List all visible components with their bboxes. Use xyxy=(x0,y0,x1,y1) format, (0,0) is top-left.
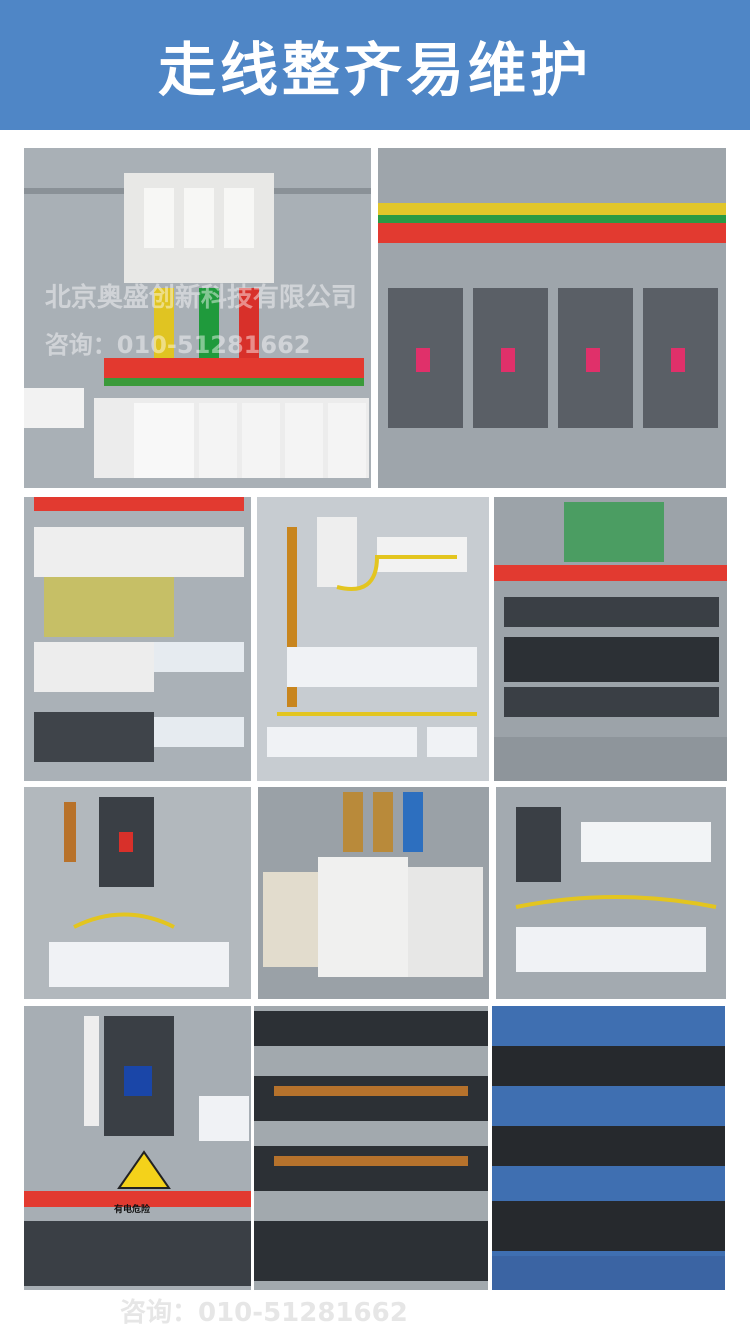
photo-breakers-closeup xyxy=(378,148,726,488)
photo-panel-breakers-busbar: 北京奥盛创新科技有限公司 咨询：010-51281662 xyxy=(24,148,371,488)
photo-mini-breakers xyxy=(496,787,726,999)
photo-relay-rows-blue xyxy=(492,1006,725,1290)
photo-breaker-rows xyxy=(24,497,251,781)
photo-warning-panel: 有电危险 xyxy=(24,1006,251,1290)
header-banner: 走线整齐易维护 xyxy=(0,0,750,130)
photo-mccb-busbars xyxy=(258,787,489,999)
photo-yellow-wiring xyxy=(257,497,489,781)
photo-relay-array xyxy=(494,497,727,781)
footer-watermark: 咨询：010-51281662 xyxy=(120,1298,408,1328)
danger-sign-label: 有电危险 xyxy=(114,1205,151,1215)
photo-relay-rows-orange xyxy=(254,1006,488,1290)
page-title: 走线整齐易维护 xyxy=(157,36,592,104)
photo-mccb-panel xyxy=(24,787,251,999)
